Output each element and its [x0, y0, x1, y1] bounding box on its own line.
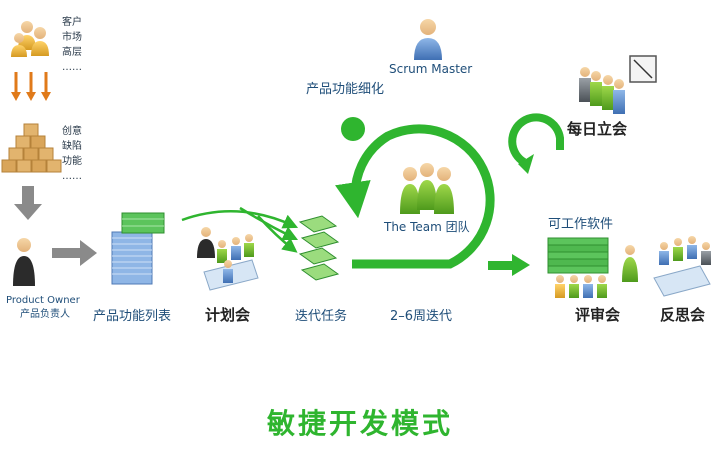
executives-label: 高层: [62, 47, 82, 58]
ellipsis-label: ……: [62, 171, 82, 182]
gray-right-arrow-icon: [52, 240, 97, 266]
team-icon: [400, 163, 454, 214]
product-backlog-stack-icon: [111, 212, 165, 285]
clock-icon: [629, 55, 657, 83]
customer-group-icon: [11, 21, 49, 57]
review-meeting-icon: [555, 245, 638, 298]
daily-standup-label: 每日立会: [567, 120, 628, 138]
ellipsis-label: ……: [62, 62, 82, 73]
defect-label: 缺陷: [62, 141, 82, 152]
customer-group-labels: 客户 市场 高层 ……: [62, 15, 82, 75]
retrospective-label: 反思会: [660, 306, 706, 324]
product-owner-title: Product Owner: [6, 295, 80, 306]
retrospective-icon: [653, 236, 711, 297]
planning-to-tasks-arrows: [181, 206, 299, 253]
scrum-master-label: Scrum Master: [389, 62, 473, 76]
market-label: 市场: [62, 32, 82, 43]
product-owner-icon: [13, 238, 35, 286]
down-arrows-icon: [11, 72, 51, 101]
page-title: 敏捷开发模式: [266, 407, 453, 440]
backlog-refinement-label: 产品功能细化: [306, 82, 385, 97]
planning-meeting-icon: [197, 227, 259, 291]
idea-label: 创意: [62, 126, 82, 137]
daily-standup-icon: [579, 67, 625, 114]
planning-meeting-label: 计划会: [205, 306, 251, 324]
sprint-tasks-stack-icon: [298, 215, 340, 281]
scrum-master-icon: [414, 19, 442, 60]
daily-standup-loop-arrow: [508, 113, 564, 174]
product-owner-subtitle: 产品负责人: [20, 309, 70, 320]
sprint-label: 2–6周迭代: [390, 309, 453, 324]
sprint-tasks-label: 迭代任务: [295, 309, 348, 324]
working-software-label: 可工作软件: [548, 217, 614, 232]
product-backlog-label: 产品功能列表: [93, 309, 172, 324]
feature-label: 功能: [62, 156, 82, 167]
boxes-icon: [1, 123, 62, 173]
sprint-cycle-arrow: [335, 117, 495, 269]
to-working-software-arrow: [488, 254, 530, 276]
working-software-stack-icon: [547, 237, 609, 274]
review-meeting-label: 评审会: [575, 306, 621, 324]
gray-down-arrow-icon: [14, 186, 42, 220]
team-label: The Team 团队: [384, 220, 470, 234]
customer-label: 客户: [62, 17, 82, 28]
idea-group-labels: 创意 缺陷 功能 ……: [62, 124, 82, 184]
